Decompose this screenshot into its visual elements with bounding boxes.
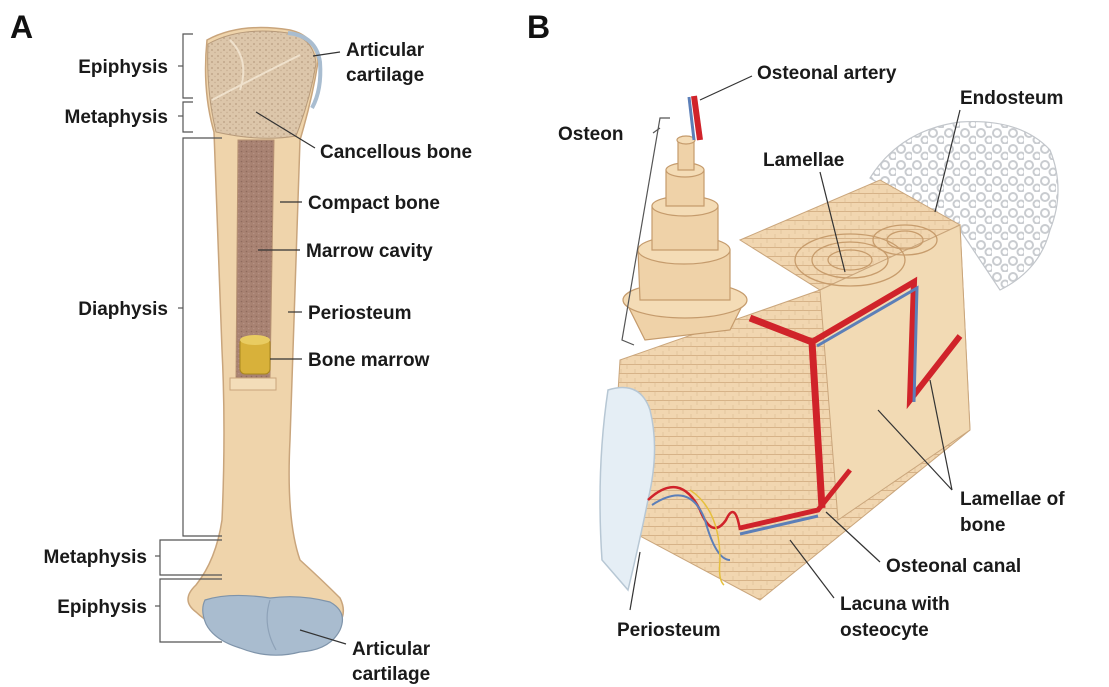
panel-a-label: A (10, 9, 33, 45)
label-cancellous-bone: Cancellous bone (320, 142, 472, 163)
label-epiphysis-top: Epiphysis (78, 57, 168, 78)
label-osteon: Osteon (558, 124, 623, 145)
label-lacuna-line1: Lacuna with (840, 594, 950, 615)
label-metaphysis-top: Metaphysis (65, 107, 168, 128)
label-periosteum-a: Periosteum (308, 303, 411, 324)
label-articular-bottom-line1: Articular (352, 639, 431, 660)
label-endosteum: Endosteum (960, 88, 1063, 109)
label-marrow-cavity: Marrow cavity (306, 241, 433, 262)
panel-b-label: B (527, 9, 550, 45)
label-epiphysis-bottom: Epiphysis (57, 597, 147, 618)
long-bone-illustration (188, 28, 343, 656)
label-osteonal-canal: Osteonal canal (886, 556, 1021, 577)
label-periosteum-b: Periosteum (617, 620, 720, 641)
label-metaphysis-bottom: Metaphysis (44, 547, 147, 568)
label-diaphysis: Diaphysis (78, 299, 168, 320)
label-lamellae-of-bone-line2: bone (960, 515, 1005, 536)
label-lacuna-line2: osteocyte (840, 620, 929, 641)
label-articular-top-line2: cartilage (346, 65, 424, 86)
label-lamellae-of-bone-line1: Lamellae of (960, 489, 1065, 510)
label-articular-bottom-line2: cartilage (352, 664, 430, 685)
label-osteonal-artery: Osteonal artery (757, 63, 897, 84)
label-bone-marrow: Bone marrow (308, 350, 430, 371)
label-compact-bone: Compact bone (308, 193, 440, 214)
label-articular-top-line1: Articular (346, 40, 425, 61)
label-lamellae: Lamellae (763, 150, 844, 171)
